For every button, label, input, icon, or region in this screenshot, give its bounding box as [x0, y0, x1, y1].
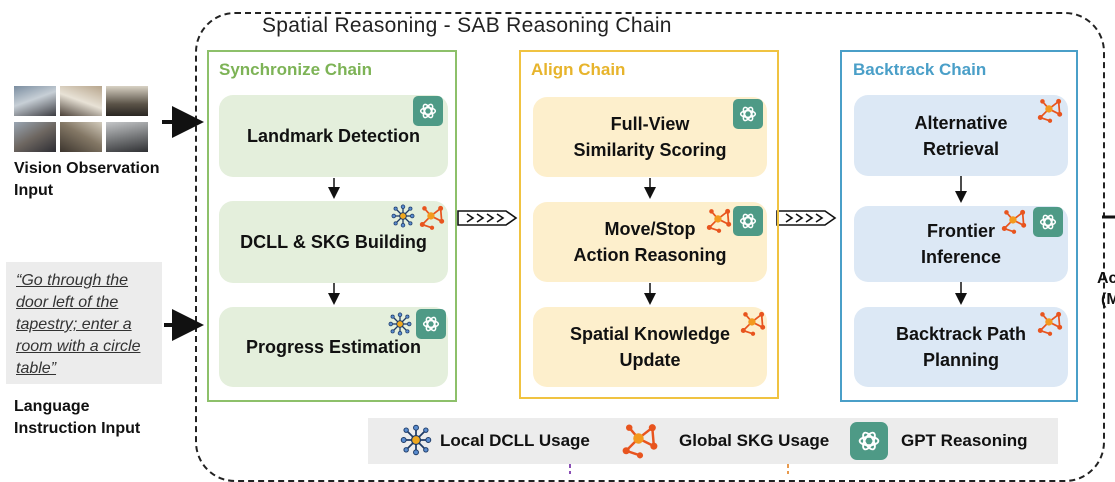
panorama-thumbnail	[60, 86, 102, 116]
step-label-line2: Similarity Scoring	[573, 140, 727, 160]
skg-icon	[739, 309, 765, 335]
panorama-thumbnail	[14, 122, 56, 152]
skg-icon	[1036, 96, 1062, 122]
synchronize-chain-title: Synchronize Chain	[219, 60, 373, 79]
progress-estimation-step: Progress Estimation	[219, 307, 448, 387]
skg-icon	[418, 203, 444, 229]
legend-label-gpt: GPT Reasoning	[901, 431, 1028, 450]
dcll-skg-building-step: DCLL & SKG Building	[219, 201, 448, 283]
gpt-icon	[1033, 207, 1063, 237]
step-label-line1: Backtrack Path	[895, 324, 1027, 344]
language-label-line2: Instruction Input	[14, 420, 141, 437]
align-chain-panel	[519, 50, 779, 399]
spatial-knowledge-update-step: Spatial Knowledge Update	[533, 307, 767, 387]
alternative-retrieval-step: Alternative Retrieval	[854, 95, 1068, 176]
vision-observation-images	[14, 86, 156, 154]
vision-input-label: Vision Observation Input	[14, 158, 160, 202]
panorama-thumbnail	[14, 86, 56, 116]
vision-label-line1: Vision Observation	[14, 160, 160, 177]
output-label-line2: (M	[1101, 291, 1115, 308]
dcll-icon	[388, 312, 414, 338]
step-label-line1: Spatial Knowledge	[569, 324, 731, 344]
language-input-label: Language Instruction Input	[14, 396, 140, 440]
dcll-icon	[391, 204, 417, 230]
full-view-similarity-step: Full-View Similarity Scoring	[533, 97, 767, 177]
panorama-thumbnail	[106, 122, 148, 152]
step-label-line1: Full-View	[610, 114, 690, 134]
output-label-line1: Ac	[1097, 270, 1115, 287]
skg-icon	[1000, 207, 1026, 233]
step-label-line1: Move/Stop	[604, 219, 696, 239]
skg-icon	[620, 420, 660, 460]
vision-label-line2: Input	[14, 182, 54, 199]
skg-icon	[1036, 309, 1062, 335]
frontier-inference-step: Frontier Inference	[854, 206, 1068, 282]
backtrack-path-planning-step: Backtrack Path Planning	[854, 307, 1068, 387]
panorama-thumbnail	[106, 86, 148, 116]
gpt-icon	[850, 422, 888, 460]
backtrack-chain-title: Backtrack Chain	[853, 60, 987, 79]
synchronize-chain-panel	[207, 50, 457, 402]
diagram-title: Spatial Reasoning - SAB Reasoning Chain	[262, 14, 672, 37]
step-label-line2: Planning	[923, 350, 999, 370]
skg-icon	[705, 206, 731, 232]
gpt-icon	[416, 309, 446, 339]
gpt-icon	[733, 206, 763, 236]
chain-link-arrow	[457, 210, 518, 226]
legend	[368, 418, 1058, 464]
legend-label-dcll: Local DCLL Usage	[440, 431, 590, 450]
chain-link-arrow	[776, 210, 837, 226]
language-label-line1: Language	[14, 398, 90, 415]
backtrack-chain-panel	[840, 50, 1078, 402]
step-label-line1: Frontier	[926, 221, 995, 241]
instruction-quote: “Go through the door left of the tapestr…	[6, 262, 162, 384]
align-chain-title: Align Chain	[531, 60, 626, 79]
panorama-thumbnail	[60, 122, 102, 152]
gpt-icon	[413, 96, 443, 126]
step-label-line2: Inference	[920, 247, 1002, 267]
step-label-line2: Update	[619, 350, 681, 370]
step-label-line2: Retrieval	[922, 138, 1000, 159]
landmark-detection-step: Landmark Detection	[219, 95, 448, 177]
legend-label-skg: Global SKG Usage	[679, 431, 830, 450]
step-label-line1: Alternative	[914, 112, 1008, 133]
gpt-icon	[733, 99, 763, 129]
step-label-line2: Action Reasoning	[573, 245, 727, 265]
dcll-icon	[400, 424, 432, 456]
